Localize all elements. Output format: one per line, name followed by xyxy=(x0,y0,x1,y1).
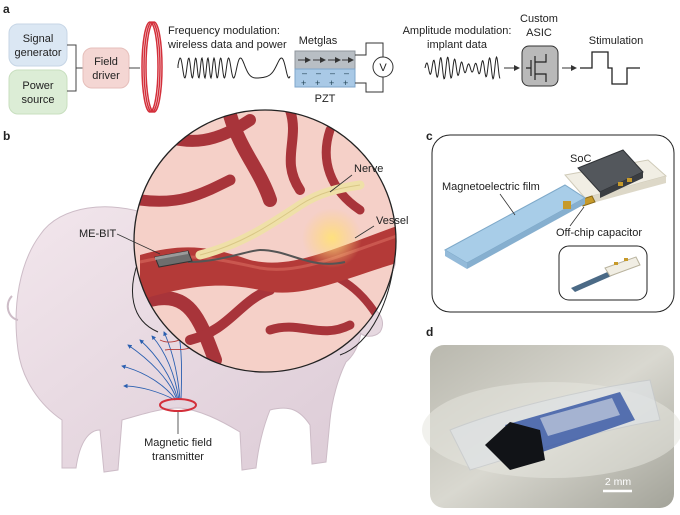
power-source-label-line2: source xyxy=(21,94,54,106)
svg-text:–: – xyxy=(344,68,349,78)
metglas-label: Metglas xyxy=(299,35,338,47)
nerve-label: Nerve xyxy=(354,163,383,175)
voltmeter-icon xyxy=(372,56,394,78)
pzt-charges-icon: –––– ++++ xyxy=(301,68,349,88)
scale-bar-label: 2 mm xyxy=(605,476,632,488)
signal-generator-label-line2: generator xyxy=(14,47,61,59)
connector-lines xyxy=(67,44,83,92)
svg-text:–: – xyxy=(316,68,321,78)
magnified-tissue-view xyxy=(134,110,396,372)
power-source-box xyxy=(8,69,68,115)
svg-text:+: + xyxy=(329,78,334,88)
frequency-modulation-label-line1: Frequency modulation: xyxy=(168,25,280,37)
amplitude-modulation-label-line2: implant data xyxy=(427,39,488,51)
film-leader-line xyxy=(499,193,516,216)
signal-generator-box xyxy=(8,23,68,67)
magnified-circle-border xyxy=(133,109,397,373)
asic-label-line1: Custom xyxy=(520,13,558,25)
capacitor-leader-line xyxy=(569,206,585,227)
svg-text:+: + xyxy=(315,78,320,88)
transistor-icon xyxy=(526,54,547,82)
me-bit-label: ME-BIT xyxy=(79,228,117,240)
svg-text:–: – xyxy=(302,68,307,78)
svg-text:+: + xyxy=(301,78,306,88)
panel-label-a: a xyxy=(3,2,10,16)
amplitude-modulation-label-line1: Amplitude modulation: xyxy=(403,25,512,37)
me-bit-implant-icon xyxy=(154,250,193,268)
vessel-label: Vessel xyxy=(376,215,408,227)
transmitter-coil-icon xyxy=(159,398,197,412)
frequency-modulation-label-line2: wireless data and power xyxy=(167,39,287,51)
field-driver-label-line2: driver xyxy=(92,70,120,82)
magnetic-field-lines xyxy=(121,329,183,401)
vessel-leader-line xyxy=(354,225,375,239)
panel-label-c: c xyxy=(426,129,433,143)
voltmeter-label: V xyxy=(379,62,387,74)
pzt-label: PZT xyxy=(315,93,336,105)
off-chip-capacitor-label: Off-chip capacitor xyxy=(556,227,642,239)
implant-photo xyxy=(422,345,680,508)
soc-label: SoC xyxy=(570,153,591,165)
nerve-leader-line xyxy=(329,174,353,193)
am-waveform-icon xyxy=(424,55,501,80)
panel-label-b: b xyxy=(3,129,10,143)
signal-generator-label-line1: Signal xyxy=(23,33,54,45)
svg-text:+: + xyxy=(343,78,348,88)
fm-waveform-icon xyxy=(177,56,291,80)
power-source-label-line1: Power xyxy=(22,80,54,92)
voltmeter-leads xyxy=(355,42,384,93)
inset-implant-icon xyxy=(571,256,641,292)
panel-c-inset-frame xyxy=(558,245,648,301)
transmitter-label-line1: Magnetic field xyxy=(144,437,212,449)
field-driver-box xyxy=(82,47,130,89)
stimulation-waveform-icon xyxy=(580,51,640,85)
field-driver-label-line1: Field xyxy=(94,56,118,68)
implant-3d-model xyxy=(443,149,668,269)
transmitter-label-line2: transmitter xyxy=(152,451,204,463)
transmit-coil-icon xyxy=(141,21,163,113)
magnetoelectric-film-label: Magnetoelectric film xyxy=(442,181,540,193)
svg-text:–: – xyxy=(330,68,335,78)
asic-box xyxy=(521,45,559,87)
asic-label-line2: ASIC xyxy=(526,27,552,39)
pzt-layer xyxy=(294,68,356,88)
stimulation-label: Stimulation xyxy=(589,35,643,47)
me-bit-leader-line xyxy=(116,233,161,255)
panel-label-d: d xyxy=(426,325,433,339)
